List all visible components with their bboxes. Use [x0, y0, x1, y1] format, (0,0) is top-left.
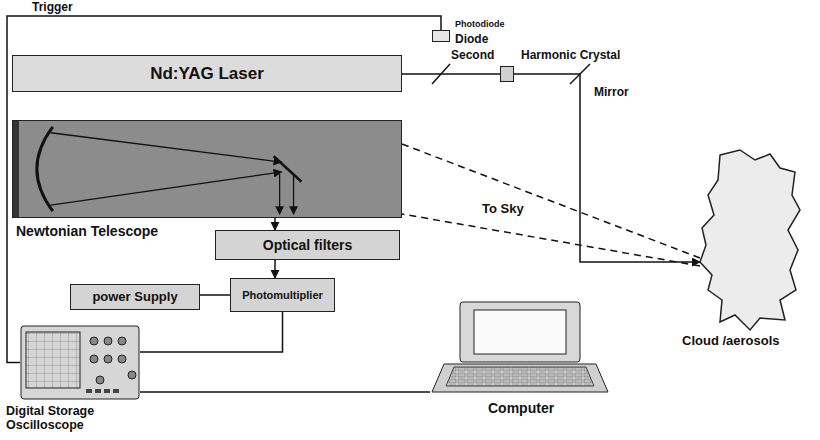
beam-label: To Sky — [480, 202, 526, 217]
data-cable — [140, 391, 430, 393]
cloud-shape: Cloud /aerosols — [700, 150, 800, 330]
box-label: Photomultiplier — [242, 289, 323, 302]
power-supply-box: power Supply — [70, 284, 200, 310]
laser-beam — [402, 73, 500, 75]
scope-button — [113, 389, 119, 393]
laptop-screen — [474, 310, 566, 354]
power-cable — [200, 294, 230, 296]
part-label: Mirror — [592, 86, 631, 100]
scope-knob — [118, 355, 126, 363]
computer: Computer — [430, 300, 610, 396]
laser-box: Nd:YAG Laser — [12, 55, 402, 92]
scope-knob — [96, 376, 104, 384]
crystal-box: SecondHarmonic Crystal — [500, 66, 514, 82]
telescope-tube: Newtonian Telescope — [12, 120, 402, 218]
scope-knob — [104, 355, 112, 363]
scope-button — [86, 389, 92, 393]
photomultiplier-box: Photomultiplier — [230, 278, 335, 312]
wire-label: Trigger — [30, 1, 75, 15]
box-label: power Supply — [92, 290, 177, 305]
laser-beam — [514, 74, 700, 262]
part-label: Diode — [455, 33, 488, 47]
laptop-lid — [460, 302, 580, 362]
scope-button — [95, 389, 101, 393]
primary-mirror — [37, 127, 53, 211]
part-label: Digital Storage Oscilloscope — [6, 404, 118, 433]
scope-knob — [90, 355, 98, 363]
field-of-view — [402, 144, 700, 258]
part-label: Harmonic Crystal — [521, 49, 620, 63]
signal-cable — [140, 312, 283, 352]
scope-screen — [26, 332, 80, 388]
keyboard — [446, 367, 594, 386]
light-ray — [51, 133, 282, 162]
telescope-figure — [13, 121, 401, 217]
light-ray — [293, 174, 294, 214]
laptop-base — [432, 364, 608, 392]
filter-box: Optical filters — [215, 230, 400, 260]
light-path — [274, 218, 276, 230]
scope-button — [104, 389, 110, 393]
cloud-figure — [700, 150, 800, 330]
light-ray — [279, 174, 280, 214]
scope-figure — [20, 325, 140, 400]
part-label: Computer — [488, 400, 554, 416]
part-label: Newtonian Telescope — [16, 223, 158, 239]
trigger-wire — [7, 16, 441, 363]
light-path — [274, 260, 276, 278]
cloud-outline — [700, 150, 800, 330]
part-label: Cloud /aerosols — [682, 334, 780, 349]
laptop-figure — [430, 300, 610, 396]
oscilloscope: Digital Storage Oscilloscope — [20, 325, 140, 400]
light-ray — [51, 172, 282, 205]
field-of-view — [402, 214, 700, 266]
photodiode-box: PhotodiodeDiode — [432, 30, 450, 42]
box-label: Optical filters — [263, 237, 352, 253]
scope-knob — [104, 337, 112, 345]
scope-knob — [128, 371, 136, 379]
secondary-mirror — [274, 156, 302, 181]
part-label: Second — [451, 49, 494, 63]
scope-knob — [118, 337, 126, 345]
scope-body — [21, 326, 139, 399]
mirror-mount — [13, 121, 19, 217]
scope-knob — [90, 337, 98, 345]
box-label: Nd:YAG Laser — [150, 64, 264, 84]
part-label: Photodiode — [455, 19, 505, 29]
